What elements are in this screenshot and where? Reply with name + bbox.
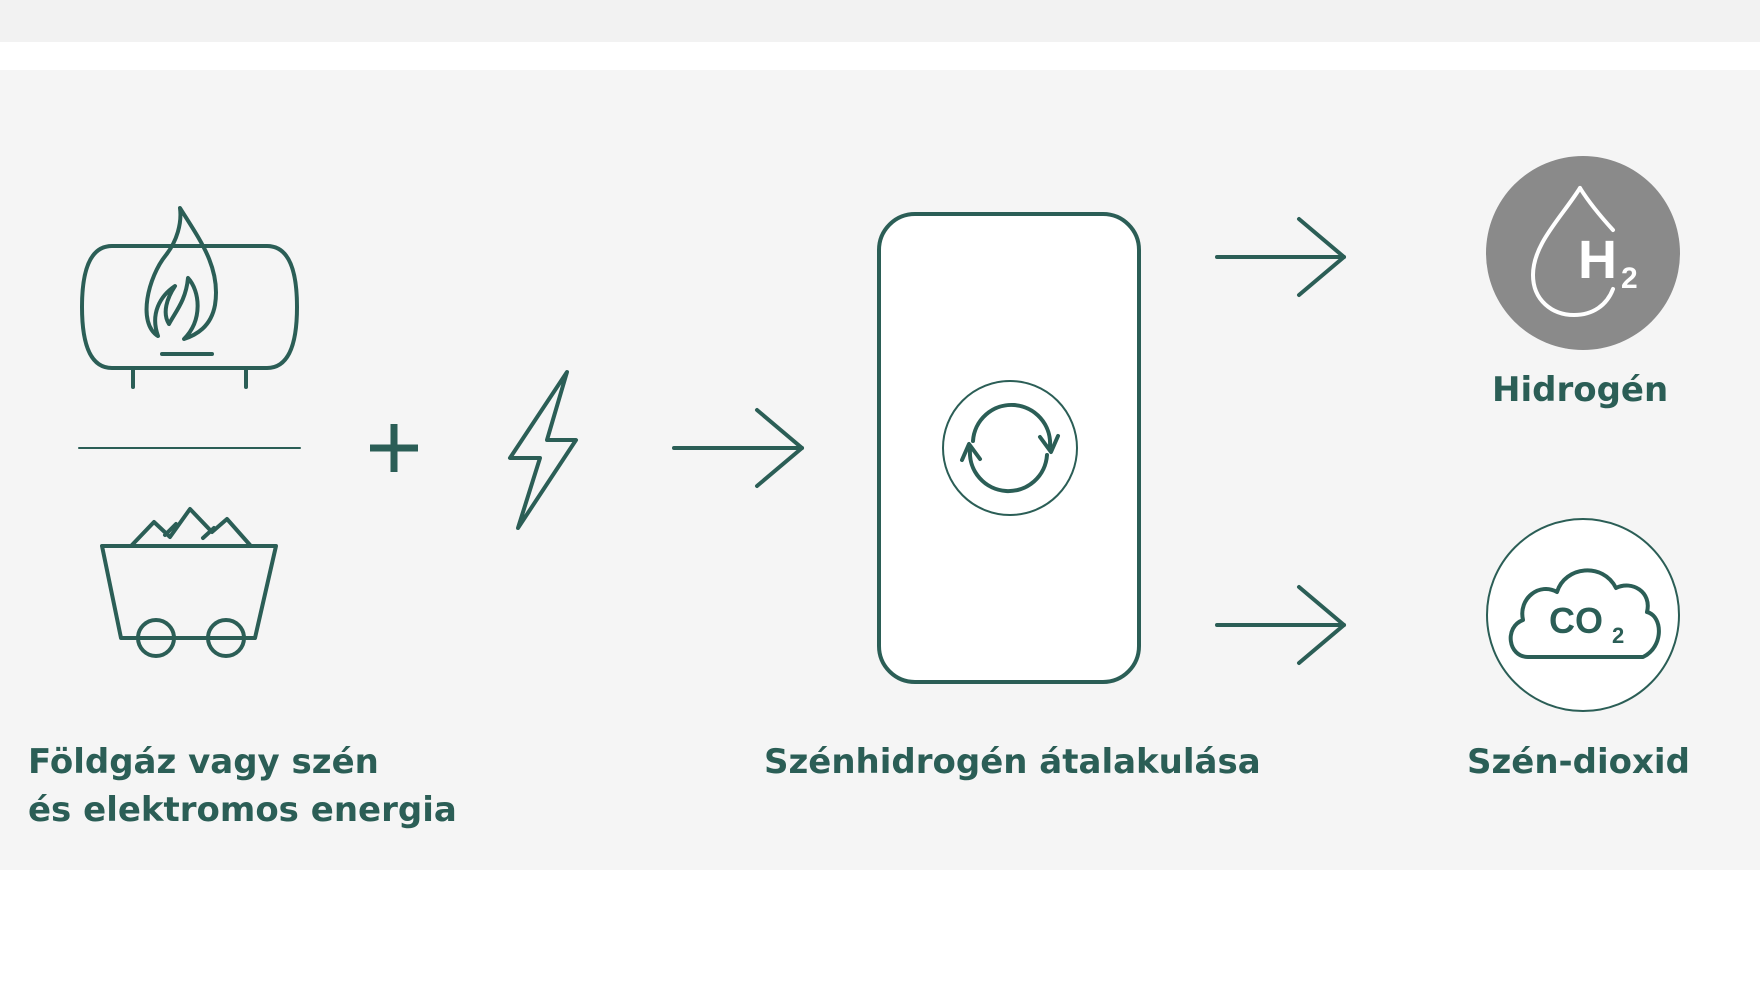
refresh-cycle-icon: [960, 403, 1060, 493]
arrow-to-hydrogen-icon: [1215, 217, 1346, 297]
hydrogen-label: Hidrogén: [1492, 370, 1669, 410]
co2-cloud-icon: [1486, 518, 1680, 712]
inputs-label-line2: és elektromos energia: [28, 790, 457, 830]
process-box: [877, 212, 1141, 684]
top-band: [0, 0, 1760, 42]
coal-cart-icon: [100, 507, 278, 658]
lightning-icon: [508, 370, 578, 530]
co2-label: Szén-dioxid: [1467, 742, 1690, 782]
plus-icon: [370, 424, 418, 472]
arrow-to-process-icon: [672, 408, 804, 488]
inputs-label: Földgáz vagy szén és elektromos energia: [28, 738, 457, 834]
hydrogen-drop-icon: [1486, 156, 1680, 350]
hydrogen-symbol: H: [1578, 230, 1617, 290]
co2-symbol: CO: [1549, 600, 1603, 641]
arrow-to-co2-icon: [1215, 585, 1346, 665]
co2-subscript: 2: [1612, 623, 1624, 648]
gas-tank-flame-icon: [80, 206, 299, 389]
process-label: Szénhidrogén átalakulása: [764, 742, 1261, 782]
hydrogen-subscript: 2: [1621, 262, 1638, 295]
inputs-label-line1: Földgáz vagy szén: [28, 742, 379, 782]
